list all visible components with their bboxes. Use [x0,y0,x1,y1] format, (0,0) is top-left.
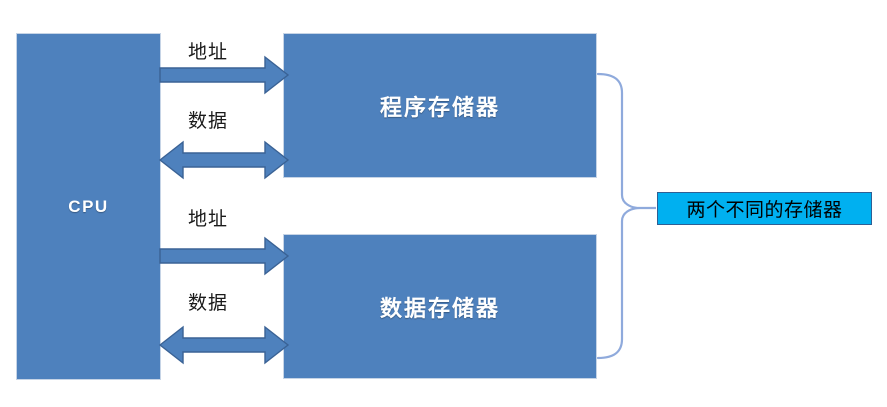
data-memory-block: 数据存储器 [283,234,597,379]
data-memory-block-label: 数据存储器 [379,296,500,322]
bus-label-address-program: 地址 [188,41,229,63]
program-memory-block: 程序存储器 [283,33,597,178]
data-bus-arrow-data [158,325,290,365]
bus-label-address-data: 地址 [188,208,229,230]
program-memory-block-label: 程序存储器 [379,95,500,121]
cpu-block: CPU [16,33,161,380]
cpu-block-label: CPU [68,196,109,216]
address-bus-arrow-data [159,236,290,276]
callout-annotation-label: 两个不同的存储器 [686,199,843,221]
bus-label-data-program: 数据 [188,110,229,132]
callout-annotation: 两个不同的存储器 [657,192,872,225]
bus-label-data-data: 数据 [188,292,229,314]
grouping-brace [596,72,656,360]
data-bus-arrow-program [158,140,290,180]
